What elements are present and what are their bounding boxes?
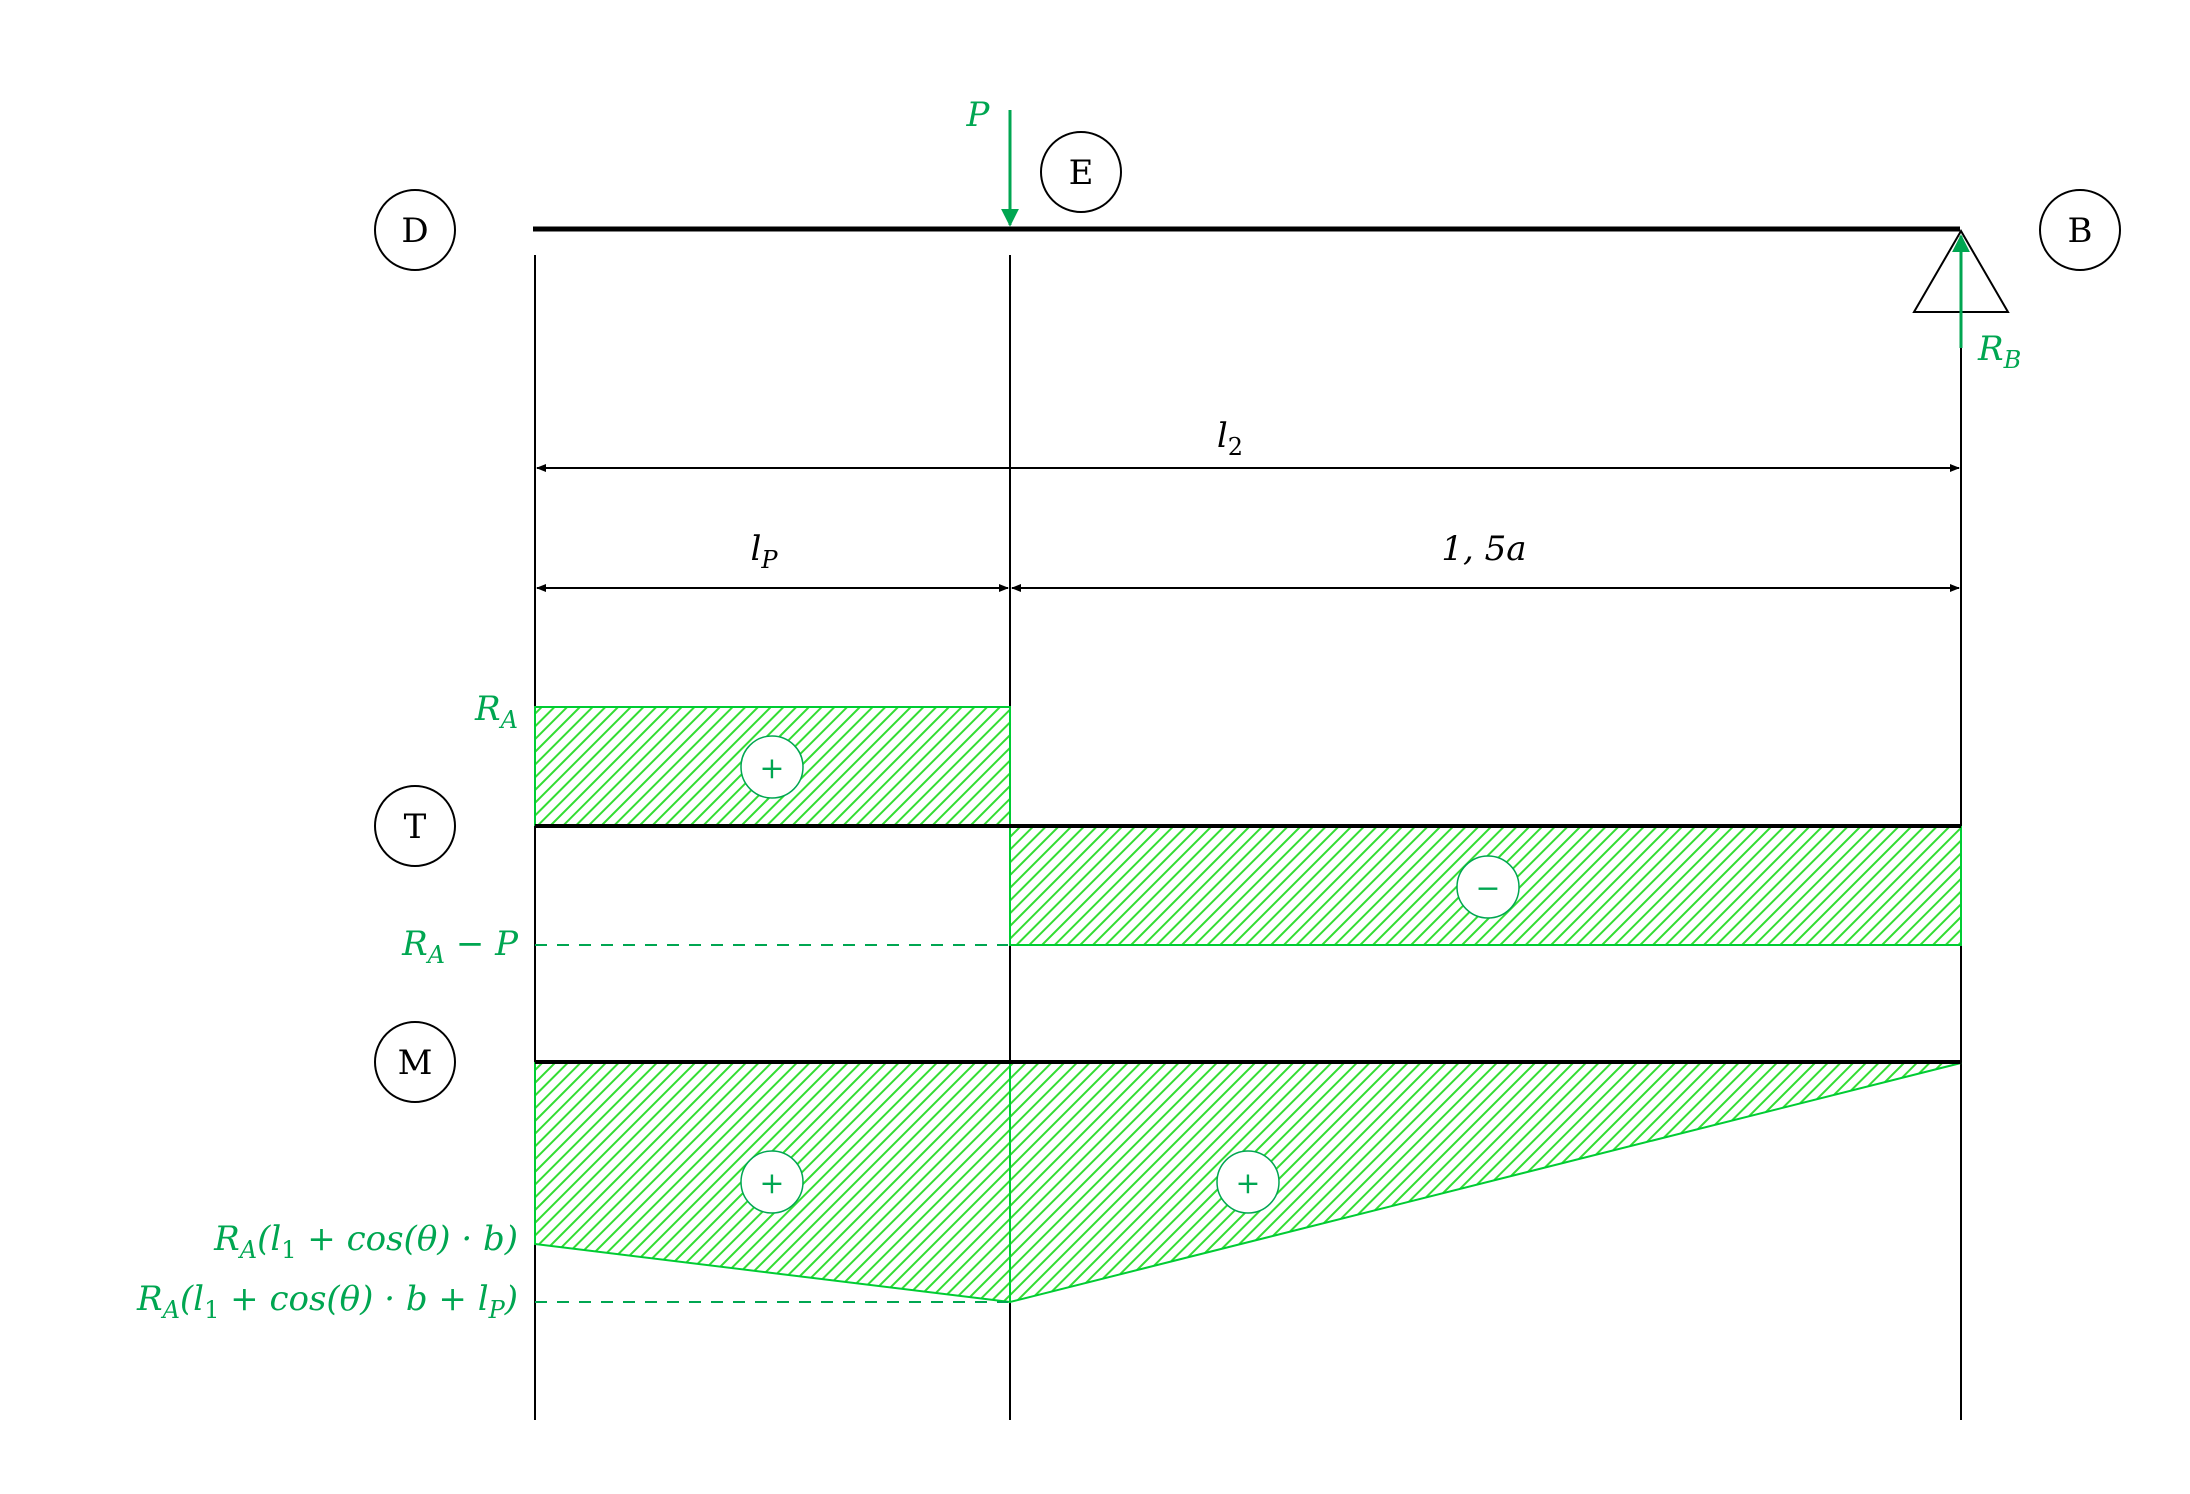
- moment-right-region: [1009, 1062, 1962, 1304]
- moment-label-1: RA(l1 + cos(θ) · b): [213, 1219, 518, 1264]
- load-p-label: P: [966, 95, 991, 135]
- moment-label-2: RA(l1 + cos(θ) · b + lP): [136, 1279, 518, 1324]
- node-m: M: [374, 1021, 456, 1103]
- svg-text:D: D: [401, 211, 428, 251]
- svg-text:T: T: [404, 807, 427, 847]
- node-d: D: [374, 189, 456, 271]
- svg-text:+: +: [759, 751, 784, 786]
- node-b: B: [2039, 189, 2121, 271]
- svg-text:−: −: [1475, 871, 1500, 906]
- svg-text:+: +: [759, 1166, 784, 1201]
- node-e: E: [1040, 131, 1122, 213]
- svg-text:M: M: [398, 1043, 433, 1083]
- shear-sign-positive: +: [740, 735, 804, 799]
- moment-sign-left: +: [740, 1150, 804, 1214]
- svg-text:+: +: [1235, 1166, 1260, 1201]
- dimension-l2-label: l2: [1217, 416, 1243, 461]
- reaction-rb-label: RB: [1977, 329, 2021, 374]
- moment-sign-right: +: [1216, 1150, 1280, 1214]
- svg-text:B: B: [2068, 211, 2093, 251]
- node-t: T: [374, 785, 456, 867]
- shear-sign-negative: −: [1456, 855, 1520, 919]
- shear-ra-p-label: RA − P: [401, 924, 519, 969]
- shear-ra-label: RA: [474, 689, 518, 734]
- dimension-span-label: 1, 5a: [1441, 529, 1526, 569]
- dimension-lp-label: lP: [750, 529, 778, 574]
- svg-text:E: E: [1069, 153, 1094, 193]
